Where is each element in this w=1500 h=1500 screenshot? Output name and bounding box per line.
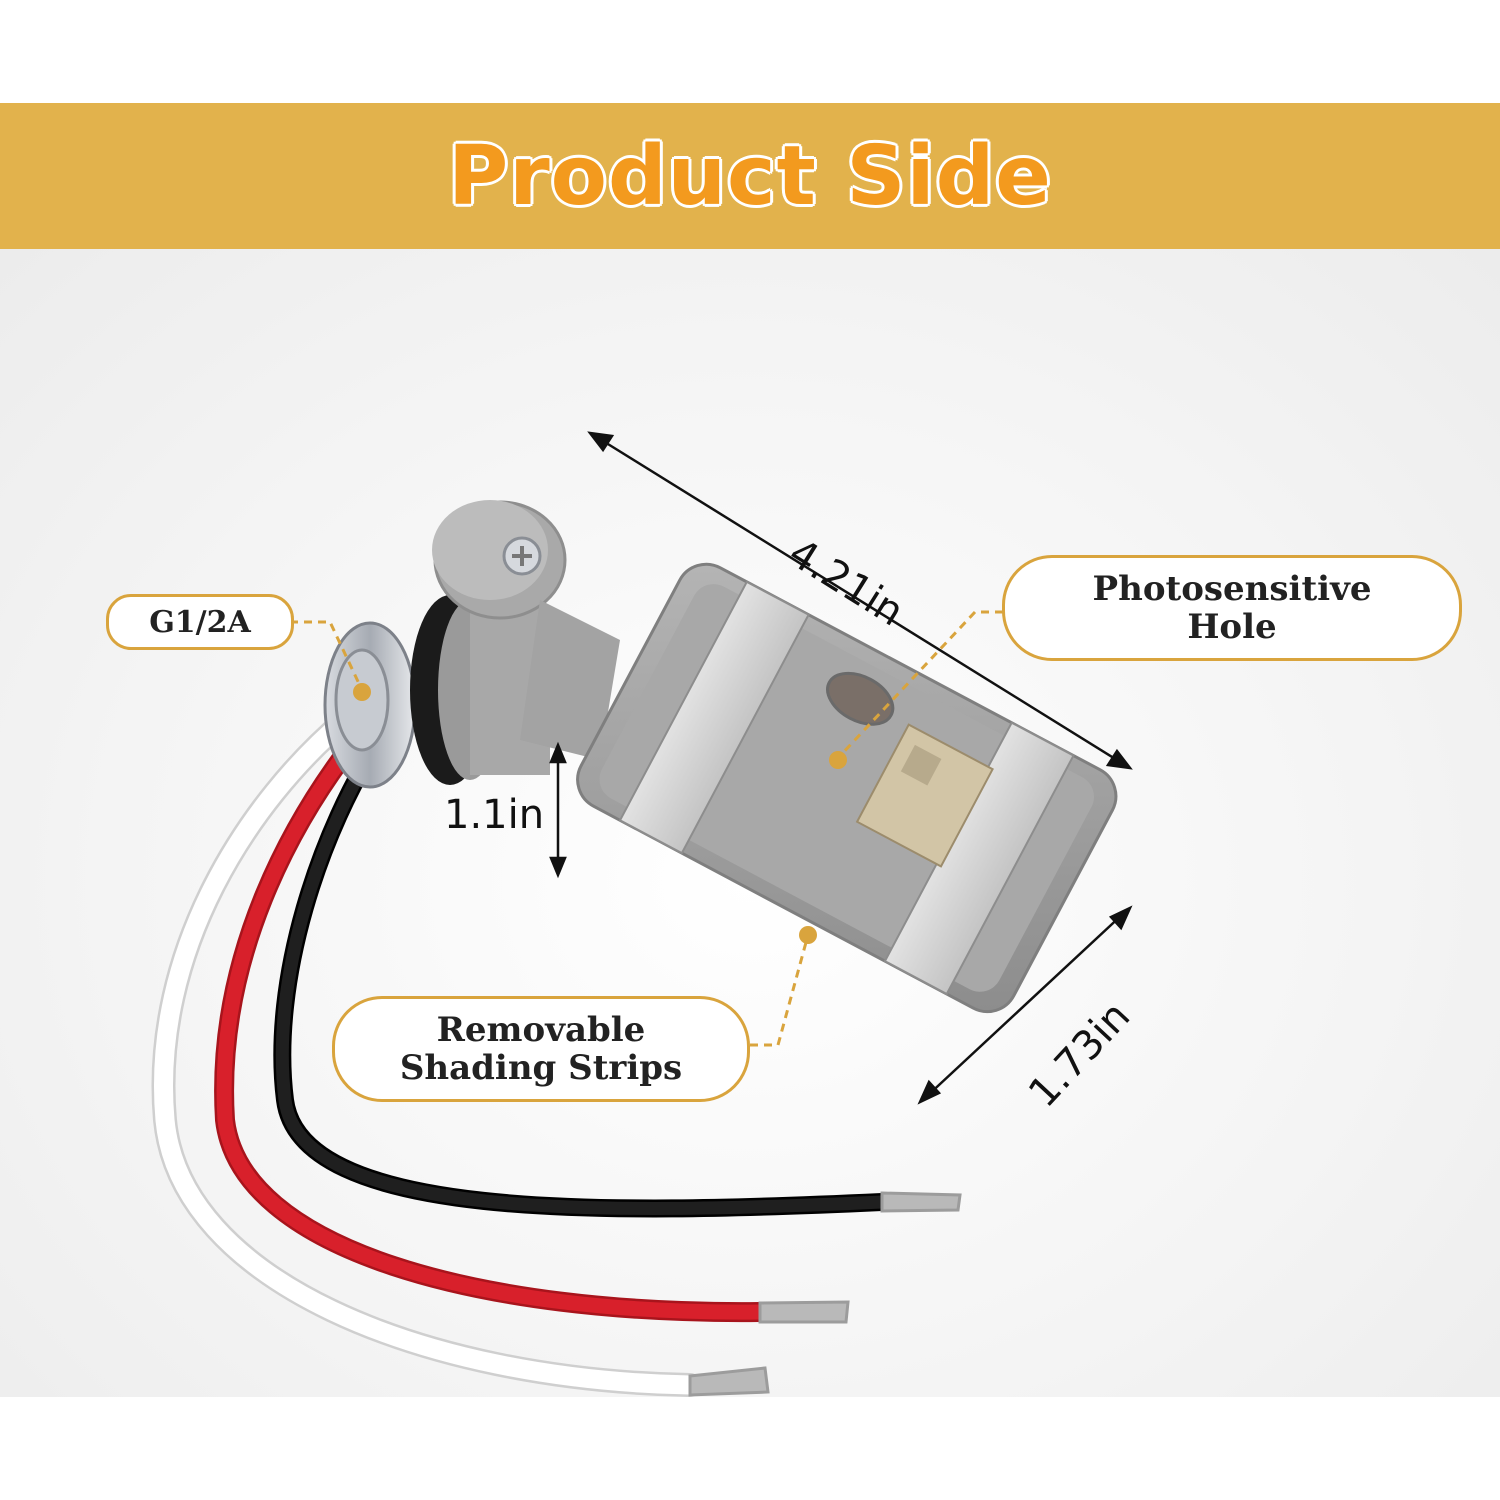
wires (151, 708, 891, 1397)
wire-ends (688, 1191, 962, 1397)
callout-photosensitive-hole: Photosensitive Hole (1002, 555, 1462, 661)
callout-shading-strips: Removable Shading Strips (332, 996, 750, 1102)
threaded-fitting (323, 595, 550, 789)
dimension-lines (549, 431, 1133, 1105)
dimension-height-label: 1.1in (444, 792, 545, 838)
callout-thread-label: G1/2A (149, 604, 251, 640)
callout-photosensitive-label: Photosensitive Hole (1092, 569, 1372, 647)
sensor-body (576, 562, 1118, 1014)
leader-dots (353, 683, 847, 944)
callout-thread-size: G1/2A (106, 594, 294, 650)
page-title: Product Side (448, 128, 1052, 224)
leader-lines (290, 610, 1003, 1047)
callout-shading-label: Removable Shading Strips (399, 1010, 683, 1088)
swivel-head (432, 500, 620, 760)
header-banner (0, 103, 1500, 249)
